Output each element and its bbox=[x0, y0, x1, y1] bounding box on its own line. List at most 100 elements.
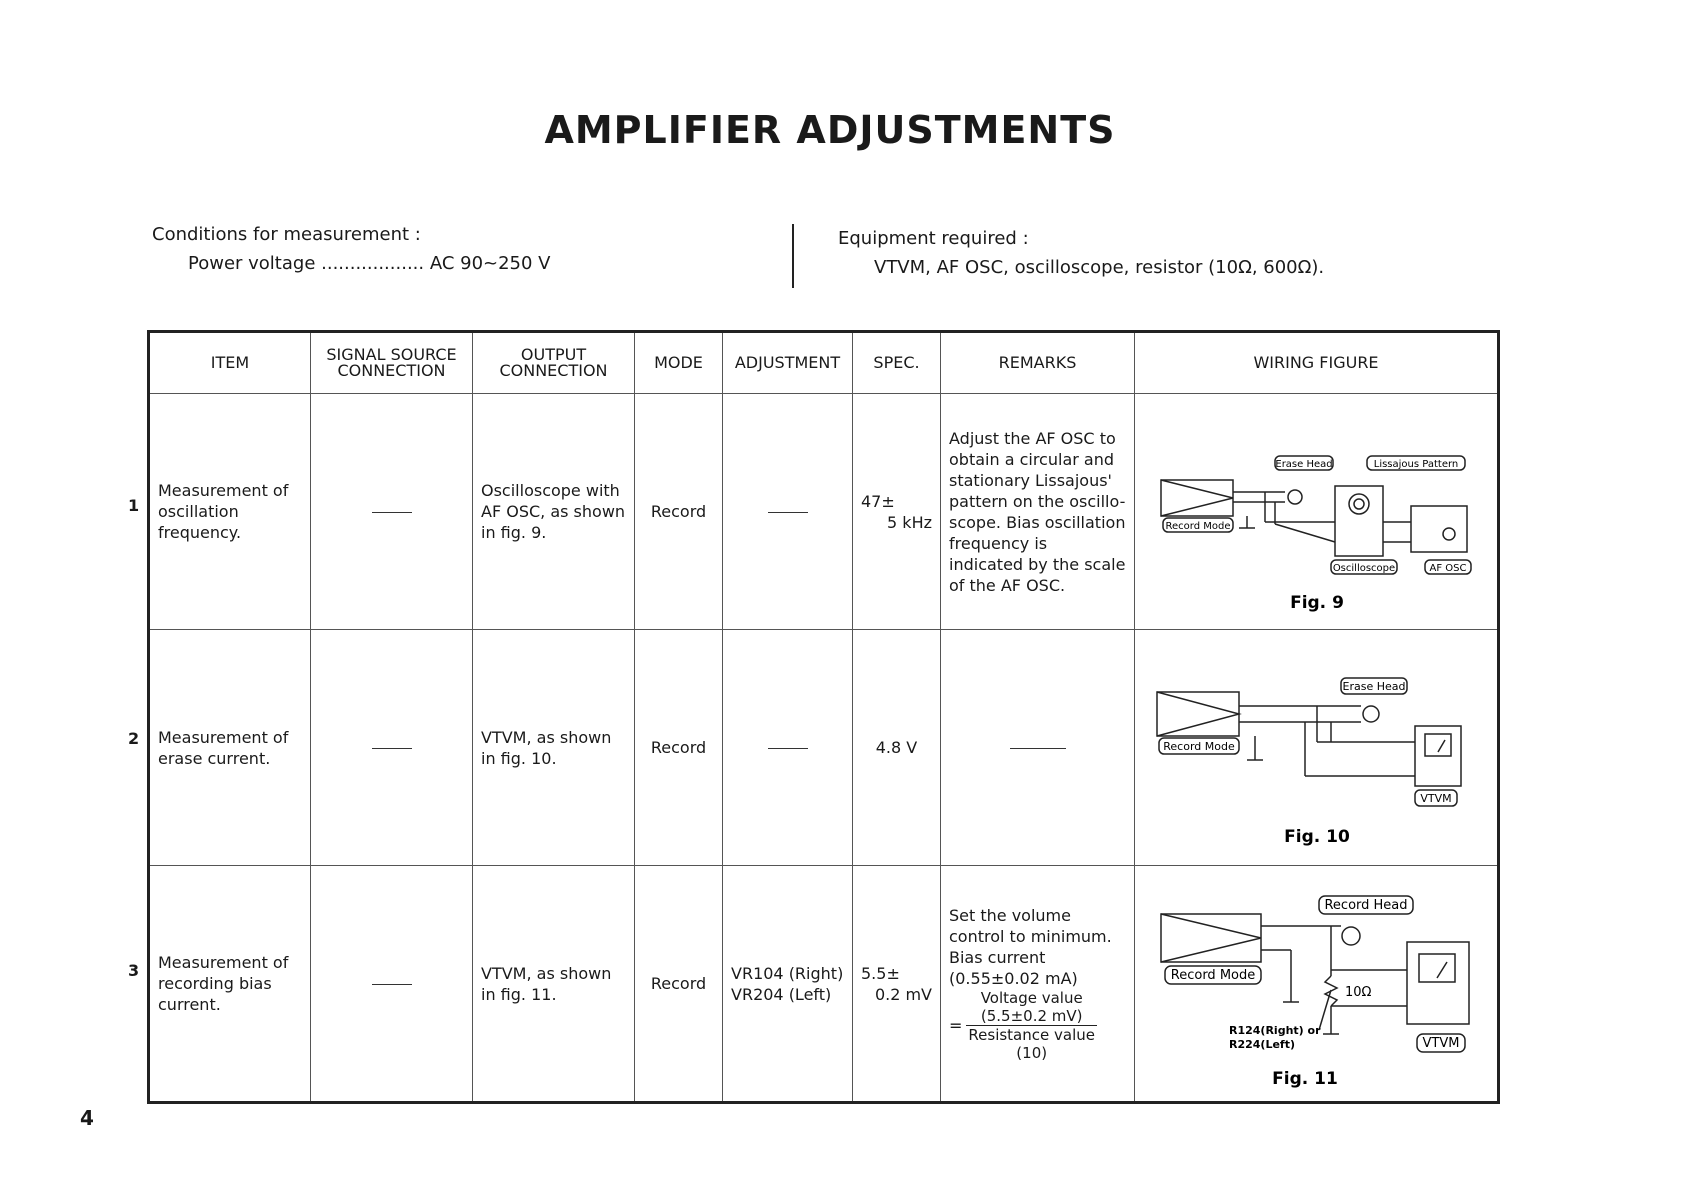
header-output-line1: OUTPUT bbox=[520, 345, 587, 364]
output-cell: VTVM, as shown in fig. 11. bbox=[472, 865, 635, 1103]
amp-triangle bbox=[1156, 691, 1242, 737]
amp-block bbox=[1160, 913, 1262, 963]
record-head-label-box bbox=[1318, 895, 1414, 915]
output-cell: VTVM, as shown in fig. 10. bbox=[472, 629, 635, 866]
numerator-line2: (5.5±0.2 mV) bbox=[980, 1007, 1083, 1025]
header-wiring: WIRING FIGURE bbox=[1134, 331, 1499, 394]
dash bbox=[767, 512, 808, 513]
header-output-line2: CONNECTION bbox=[499, 361, 608, 380]
item-cell: Measurement of recording bias current. bbox=[148, 865, 311, 1103]
spec-line2: 5 kHz bbox=[887, 512, 932, 532]
fig11-diagram: Record Head Record Mode 10Ω R124(Right) … bbox=[1160, 895, 1470, 1089]
table-row: Measurement of recording bias current. V… bbox=[148, 865, 1499, 1103]
numerator-line1: Voltage value bbox=[980, 989, 1083, 1007]
header-output: OUTPUT CONNECTION bbox=[472, 331, 635, 394]
af-osc-label-box bbox=[1424, 559, 1472, 575]
dash bbox=[767, 748, 808, 749]
oscilloscope-label: Oscilloscope bbox=[1333, 563, 1395, 574]
amp-triangle bbox=[1160, 913, 1262, 963]
spec-cell: 47± 5 kHz bbox=[852, 393, 941, 630]
conditions-label: Conditions for measurement : bbox=[152, 224, 421, 245]
r224-label: R224(Left) bbox=[1229, 1038, 1295, 1051]
oscilloscope-box bbox=[1334, 485, 1384, 557]
spec-line1: 5.5± bbox=[861, 963, 900, 983]
amp-triangle bbox=[1160, 479, 1234, 517]
spec-cell: 5.5± 0.2 mV bbox=[852, 865, 941, 1103]
remarks-equals: = bbox=[949, 1016, 963, 1035]
remarks-formula: = Voltage value (5.5±0.2 mV) Resistance … bbox=[949, 989, 1126, 1062]
fraction-numerator: Voltage value (5.5±0.2 mV) bbox=[966, 989, 1097, 1026]
header-signal-line2: CONNECTION bbox=[337, 361, 446, 380]
table-row: Measurement of erase current. VTVM, as s… bbox=[148, 629, 1499, 866]
denominator-line2: (10) bbox=[1016, 1044, 1048, 1062]
table-row: Measurement of oscillation frequency. Os… bbox=[148, 393, 1499, 630]
wiring-cell: Erase Head Lissajous Pattern Record Mode… bbox=[1134, 393, 1499, 630]
r124-label: R124(Right) or bbox=[1229, 1024, 1321, 1037]
erase-head-label-box bbox=[1274, 455, 1334, 471]
record-mode-label: Record Mode bbox=[1171, 968, 1255, 983]
remarks-line3: (0.55±0.02 mA) bbox=[949, 969, 1078, 988]
header-signal-line1: SIGNAL SOURCE bbox=[326, 345, 457, 364]
adjustment-table: ITEM SIGNAL SOURCE CONNECTION OUTPUT CON… bbox=[147, 330, 1500, 1104]
remarks-cell bbox=[940, 629, 1135, 866]
signal-cell bbox=[310, 629, 473, 866]
record-mode-label-box bbox=[1162, 517, 1234, 533]
record-mode-label: Record Mode bbox=[1163, 740, 1235, 753]
wiring-cell: Record Head Record Mode 10Ω R124(Right) … bbox=[1134, 865, 1499, 1103]
figure-caption: Fig. 11 bbox=[1272, 1069, 1338, 1089]
remarks-fraction: Voltage value (5.5±0.2 mV) Resistance va… bbox=[966, 989, 1097, 1062]
spec-line2: 0.2 mV bbox=[874, 984, 932, 1004]
header-row: ITEM SIGNAL SOURCE CONNECTION OUTPUT CON… bbox=[148, 331, 1499, 394]
amp-block bbox=[1160, 479, 1234, 517]
header-remarks: REMARKS bbox=[940, 331, 1135, 394]
record-head-label: Record Head bbox=[1324, 898, 1407, 913]
header-item: ITEM bbox=[148, 331, 311, 394]
record-head-symbol bbox=[1341, 926, 1361, 946]
vtvm-label: VTVM bbox=[1420, 792, 1451, 805]
dash bbox=[371, 512, 412, 513]
remarks-line2: Bias current bbox=[949, 948, 1046, 967]
mode-cell: Record bbox=[634, 865, 723, 1103]
af-osc-label: AF OSC bbox=[1430, 563, 1467, 574]
equipment-detail: VTVM, AF OSC, oscilloscope, resistor (10… bbox=[874, 257, 1325, 278]
spec-cell: 4.8 V bbox=[852, 629, 941, 866]
vtvm-box bbox=[1414, 725, 1462, 787]
conditions-detail: Power voltage .................. AC 90~2… bbox=[188, 253, 551, 274]
remarks-cell: Adjust the AF OSC to obtain a circular a… bbox=[940, 393, 1135, 630]
record-mode-label-box bbox=[1158, 737, 1240, 755]
adjustment-cell bbox=[722, 393, 853, 630]
header-signal-source: SIGNAL SOURCE CONNECTION bbox=[310, 331, 473, 394]
fig9-diagram: Erase Head Lissajous Pattern Record Mode… bbox=[1160, 455, 1472, 613]
dash bbox=[371, 748, 412, 749]
amp-block bbox=[1156, 691, 1240, 737]
lissajous-label: Lissajous Pattern bbox=[1374, 459, 1459, 470]
record-mode-label: Record Mode bbox=[1166, 521, 1231, 532]
signal-cell bbox=[310, 865, 473, 1103]
row-number: 2 bbox=[128, 729, 140, 748]
spec-line1: 47± bbox=[861, 491, 895, 511]
dash bbox=[1009, 748, 1066, 749]
vtvm-label: VTVM bbox=[1423, 1036, 1460, 1051]
vtvm-label-box bbox=[1416, 1033, 1466, 1053]
item-cell: Measurement of erase current. bbox=[148, 629, 311, 866]
item-cell: Measurement of oscillation frequency. bbox=[148, 393, 311, 630]
output-cell: Oscilloscope with AF OSC, as shown in fi… bbox=[472, 393, 635, 630]
erase-head-symbol bbox=[1287, 489, 1303, 505]
fraction-denominator: Resistance value (10) bbox=[966, 1026, 1097, 1062]
header-adjustment: ADJUSTMENT bbox=[722, 331, 853, 394]
adjustment-line2: VR204 (Left) bbox=[731, 984, 832, 1004]
erase-head-symbol bbox=[1362, 705, 1380, 723]
adjustment-line1: VR104 (Right) bbox=[731, 963, 844, 983]
page-number: 4 bbox=[80, 1106, 94, 1130]
erase-head-label: Erase Head bbox=[1343, 680, 1406, 693]
adjustment-cell: VR104 (Right) VR204 (Left) bbox=[722, 865, 853, 1103]
equipment-block: Equipment required : VTVM, AF OSC, oscil… bbox=[838, 224, 1324, 282]
mode-cell: Record bbox=[634, 629, 723, 866]
vtvm-box bbox=[1406, 941, 1470, 1025]
denominator-line1: Resistance value bbox=[968, 1026, 1095, 1044]
figure-caption: Fig. 10 bbox=[1284, 827, 1350, 847]
af-osc-box bbox=[1410, 505, 1468, 553]
mode-cell: Record bbox=[634, 393, 723, 630]
resistor-label: 10Ω bbox=[1345, 985, 1372, 1000]
header-spec: SPEC. bbox=[852, 331, 941, 394]
